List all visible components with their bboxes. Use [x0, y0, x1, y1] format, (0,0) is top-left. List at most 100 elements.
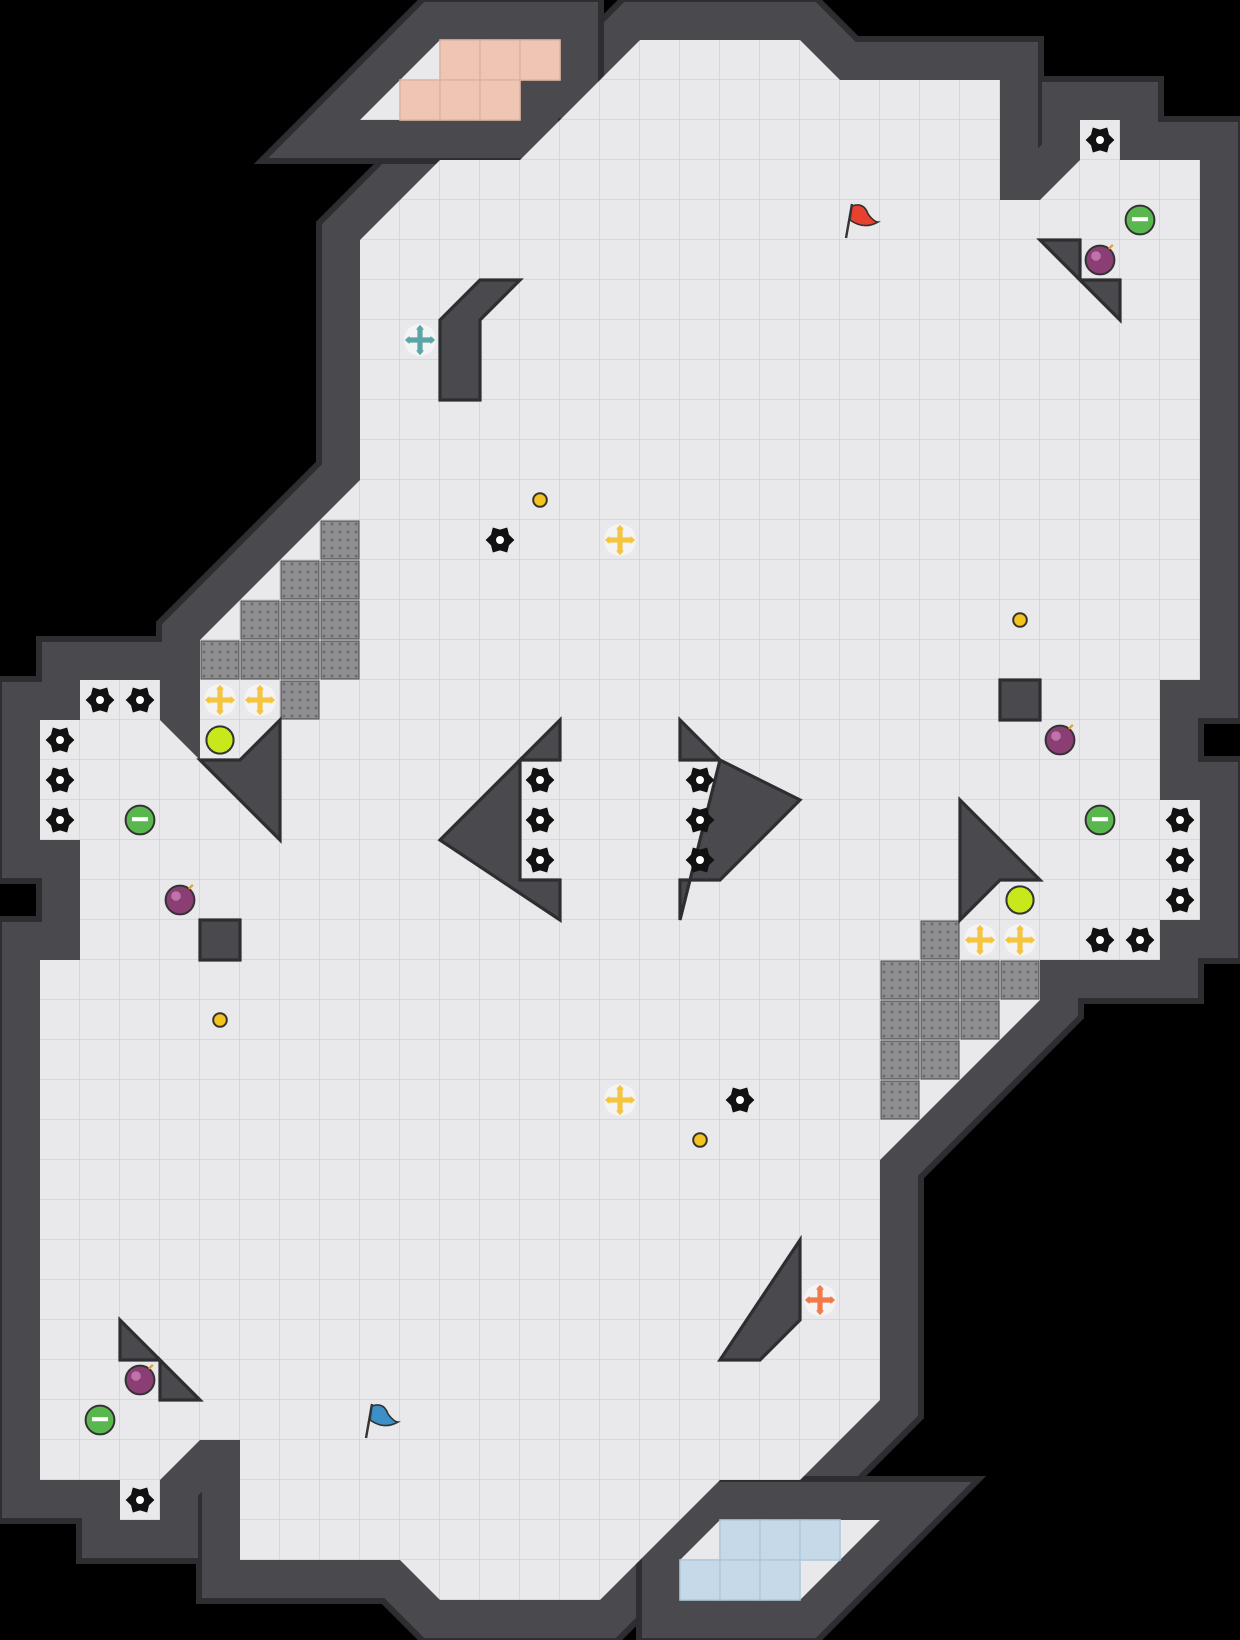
boost-arrow	[1016, 924, 1024, 930]
boost-arrow	[244, 696, 250, 704]
gate-tile	[920, 1000, 960, 1040]
spike-center	[696, 856, 704, 864]
boost-cross	[207, 687, 233, 713]
red-endzone-tile	[399, 79, 441, 121]
blue-endzone-tile	[719, 1519, 761, 1561]
boost-icon	[204, 684, 236, 716]
gate-tile	[280, 600, 320, 640]
flag-cloth	[849, 204, 882, 227]
button-icon	[1012, 612, 1028, 628]
gate-tile	[280, 560, 320, 600]
entities-layer	[45, 127, 1195, 1513]
bomb-shine	[1051, 731, 1061, 741]
spike-center	[1136, 936, 1144, 944]
bomb-shine	[131, 1371, 141, 1381]
inner-wall	[958, 796, 1044, 924]
spike-center	[136, 696, 144, 704]
tiles-layer	[200, 39, 1040, 1601]
spike-icon	[1165, 807, 1195, 833]
boost-arrow	[630, 536, 636, 544]
boost-cross	[407, 327, 433, 353]
gate-tile	[880, 1080, 920, 1120]
bomb-fuse	[147, 1363, 154, 1370]
boost-arrow	[604, 536, 610, 544]
flag-cloth	[369, 1404, 402, 1427]
spike-center	[696, 816, 704, 824]
gate-tile	[920, 960, 960, 1000]
boost-arrow	[216, 684, 224, 690]
bomb-shine	[171, 891, 181, 901]
bomb-body	[164, 884, 196, 916]
spike-icon	[45, 767, 75, 793]
boost-arrow	[804, 1296, 810, 1304]
spike-center	[536, 776, 544, 784]
spike-center	[136, 1496, 144, 1504]
boost-arrow	[616, 1110, 624, 1116]
gate-tile	[1000, 960, 1040, 1000]
gate-tile	[320, 600, 360, 640]
powerup-icon	[84, 1404, 116, 1436]
gate-tile	[880, 1000, 920, 1040]
boost-arrow	[604, 1096, 610, 1104]
boost-icon	[404, 324, 436, 356]
boost-arrow	[404, 336, 410, 344]
boost-cross	[247, 687, 273, 713]
boost-icon	[964, 924, 996, 956]
boost-arrow	[1030, 936, 1036, 944]
neutral-button-icon	[205, 725, 235, 755]
spike-center	[1176, 816, 1184, 824]
boost-arrow	[256, 684, 264, 690]
spike-icon	[1125, 927, 1155, 953]
spike-icon	[45, 727, 75, 753]
red-endzone-tile	[439, 79, 481, 121]
bomb-fuse	[187, 883, 194, 890]
spike-icon	[485, 527, 515, 553]
gate-tile	[240, 600, 280, 640]
boost-arrow	[216, 710, 224, 716]
blue-endzone-tile	[679, 1559, 721, 1601]
boost-icon	[244, 684, 276, 716]
blue-endzone-tile	[759, 1519, 801, 1561]
boost-arrow	[270, 696, 276, 704]
boost-arrow	[430, 336, 436, 344]
bomb-icon	[164, 883, 196, 916]
powerup-icon	[124, 804, 156, 836]
boost-arrow	[1016, 950, 1024, 956]
spike-icon	[1085, 127, 1115, 153]
boost-arrow	[630, 1096, 636, 1104]
boost-arrow	[230, 696, 236, 704]
boost-arrow	[964, 936, 970, 944]
bomb-fuse	[1107, 243, 1114, 250]
boost-arrow	[976, 924, 984, 930]
gate-tile	[960, 1000, 1000, 1040]
gate-tile	[320, 520, 360, 560]
gate-tile	[320, 640, 360, 680]
boost-arrow	[416, 350, 424, 356]
gate-tile	[320, 560, 360, 600]
button-icon	[532, 492, 548, 508]
spike-icon	[1165, 887, 1195, 913]
spike-icon	[125, 1487, 155, 1513]
neutral-button-icon	[1005, 885, 1035, 915]
red-endzone-tile	[479, 79, 521, 121]
button-icon	[692, 1132, 708, 1148]
inner-wall	[438, 278, 524, 402]
spike-center	[56, 816, 64, 824]
spike-icon	[85, 687, 115, 713]
gate-tile	[280, 680, 320, 720]
boost-arrow	[616, 524, 624, 530]
spike-center	[736, 1096, 744, 1104]
spike-center	[1176, 856, 1184, 864]
boost-icon	[604, 524, 636, 556]
spike-center	[1096, 936, 1104, 944]
inner-wall	[1036, 238, 1082, 284]
bomb-body	[124, 1364, 156, 1396]
spike-center	[1096, 136, 1104, 144]
boost-arrow	[416, 324, 424, 330]
red-endzone-tile	[479, 39, 521, 81]
flag-icon	[844, 203, 882, 239]
boost-arrow	[990, 936, 996, 944]
inner-wall	[998, 678, 1042, 722]
inner-wall	[158, 1356, 204, 1402]
